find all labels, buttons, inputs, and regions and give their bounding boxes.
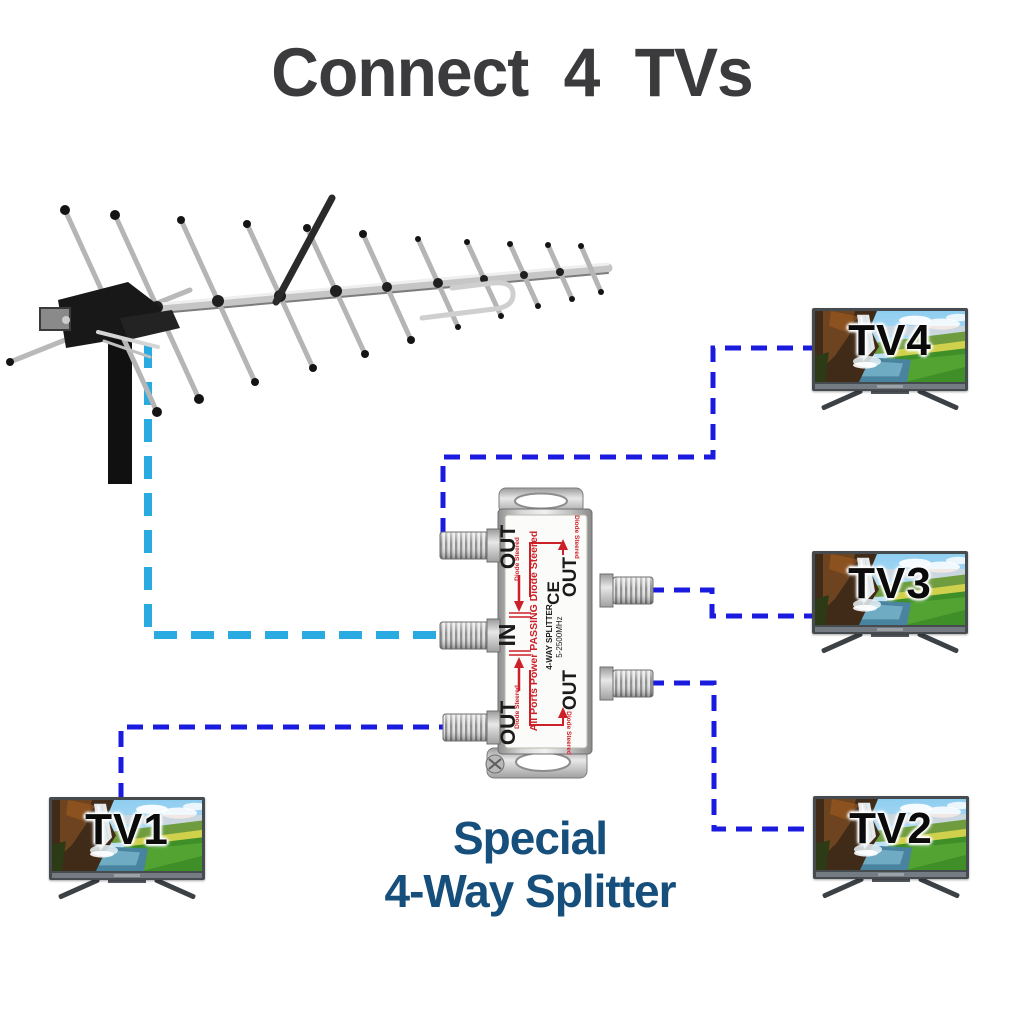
tv-bezel — [815, 384, 965, 389]
cable-splitter-to-tv3 — [648, 587, 812, 619]
label-diode-steered-3: Diode Steered — [514, 685, 521, 729]
tv-frame — [49, 797, 205, 880]
cable-splitter-to-tv2 — [648, 680, 815, 832]
label-ce-mark: CE — [544, 581, 563, 605]
port-out-top-left — [439, 528, 501, 563]
tv-bezel — [815, 627, 965, 632]
tv-leg-left — [820, 631, 864, 654]
tv-stand — [871, 633, 909, 637]
page-title: Connect 4 TVs — [271, 33, 753, 111]
tv-logo — [878, 873, 904, 876]
splitter-caption: Special 4-Way Splitter — [300, 812, 760, 918]
tv3: TV3 — [812, 551, 968, 654]
tv-leg-right — [153, 877, 197, 900]
label-in: IN — [494, 624, 520, 647]
tv-logo — [114, 874, 140, 877]
tv-leg-right — [916, 388, 960, 411]
tv-stand — [108, 879, 146, 883]
tv1-label: TV1 — [85, 805, 169, 854]
label-diode-steered-1: Diode Steered — [514, 537, 521, 581]
tv-leg-right — [917, 876, 961, 899]
tv-leg-left — [820, 388, 864, 411]
splitter-caption-line2: 4-Way Splitter — [384, 865, 676, 917]
port-in-left — [439, 618, 501, 653]
label-out-top-left: OUT — [497, 525, 520, 570]
splitter-label — [504, 514, 588, 749]
label-freq: 5-2500MHz — [555, 616, 564, 657]
tv2: TV2 — [813, 796, 969, 899]
splitter-caption-line1: Special — [452, 812, 608, 864]
port-out-bottom-left — [442, 710, 501, 745]
label-out-bottom-left: OUT — [497, 701, 520, 746]
label-out-top-right: OUT — [560, 557, 581, 598]
tv-stand — [871, 390, 909, 394]
tv3-label: TV3 — [848, 559, 932, 608]
tv-stand — [872, 878, 910, 882]
label-diode-steered-2: Diode Steered — [573, 515, 580, 559]
port-out-top-right — [599, 573, 654, 608]
antenna-mast — [108, 334, 132, 484]
label-diode-steered-4: Diode Steered — [565, 711, 572, 755]
tv-frame — [812, 551, 968, 634]
tv4-label: TV4 — [848, 316, 932, 365]
tv-logo — [877, 628, 903, 631]
tv-leg-left — [821, 876, 865, 899]
tv-leg-right — [916, 631, 960, 654]
tv-leg-left — [57, 877, 101, 900]
splitter-image: OUT IN OUT OUT OUT CE 4-WAY SPLITTER 5-2… — [439, 487, 654, 779]
antenna-image — [6, 194, 613, 484]
port-out-bottom-right — [599, 666, 654, 701]
tv1: TV1 — [49, 797, 205, 900]
label-out-bottom-right: OUT — [560, 670, 581, 711]
tv-logo — [877, 385, 903, 388]
splitter-ports — [439, 528, 654, 745]
tv-bezel — [52, 873, 202, 878]
tv-frame — [812, 308, 968, 391]
tv4: TV4 — [812, 308, 968, 411]
cable-splitter-to-tv1 — [118, 724, 455, 799]
tv-bezel — [816, 872, 966, 877]
tv2-label: TV2 — [849, 804, 933, 853]
label-type: 4-WAY SPLITTER — [545, 604, 554, 670]
tv-frame — [813, 796, 969, 879]
